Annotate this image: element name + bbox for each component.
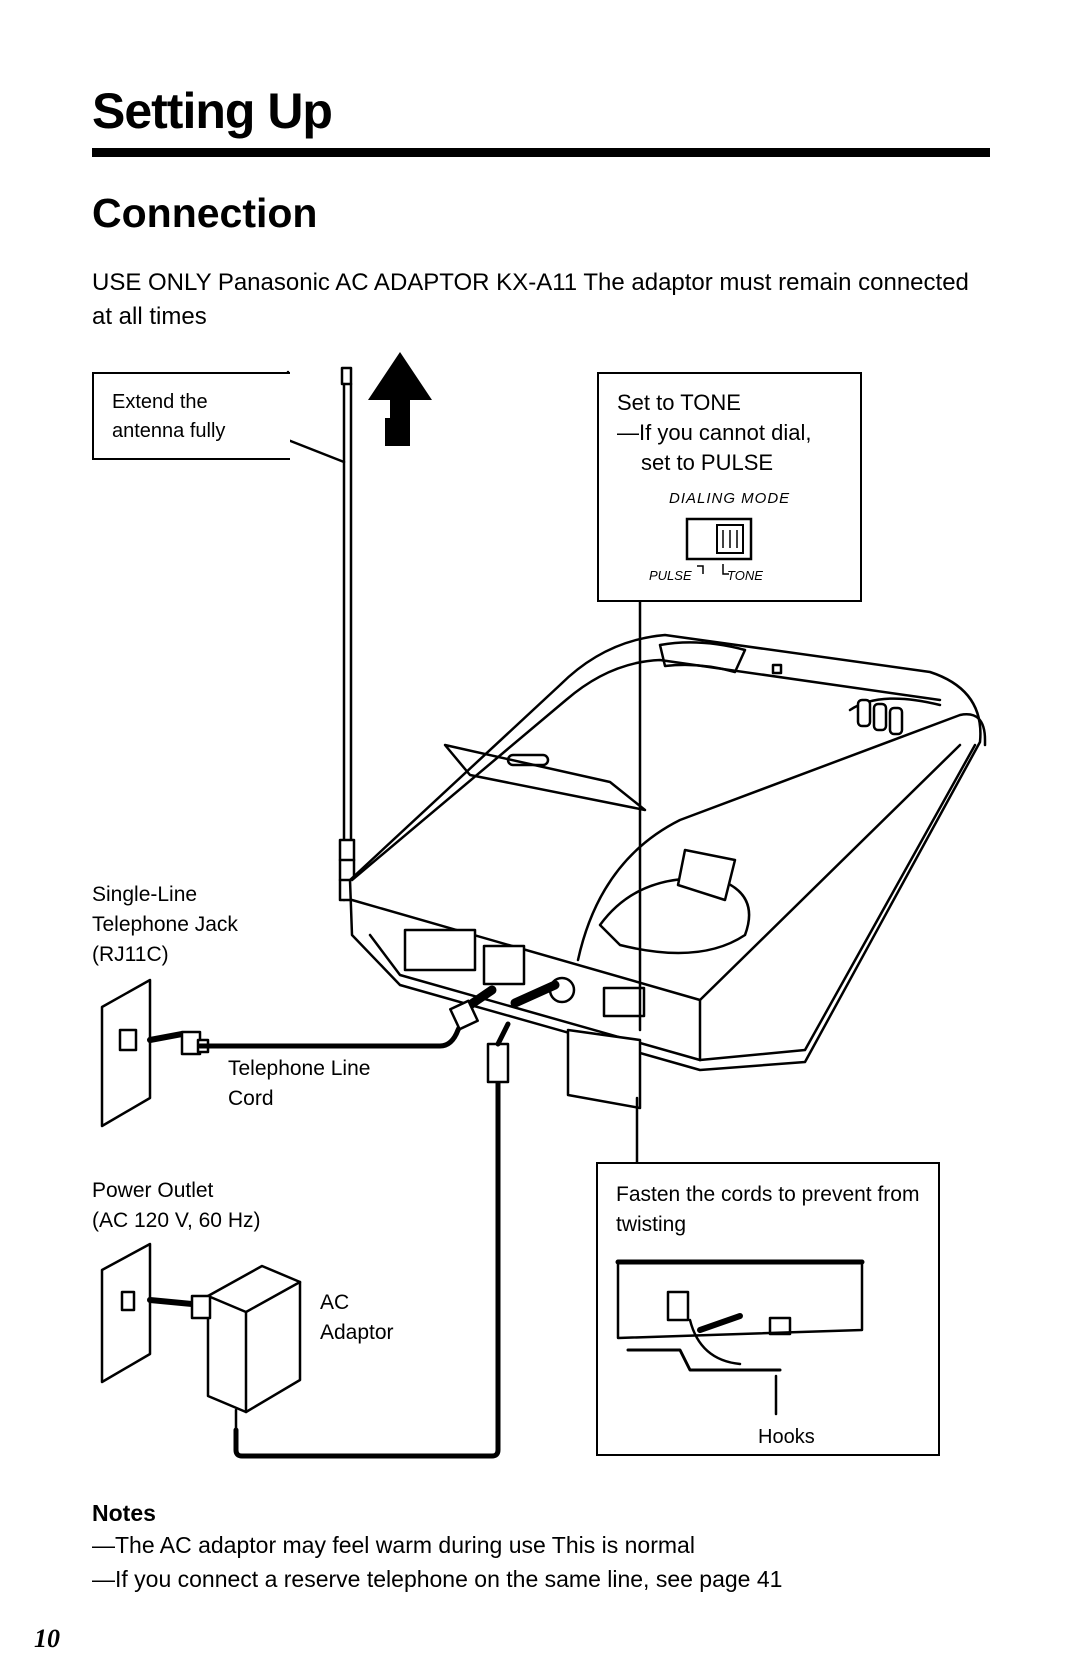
- hooks-label: Hooks: [758, 1426, 815, 1448]
- tone-callout-line: Set to TONE: [617, 390, 741, 415]
- release-button: [506, 753, 550, 767]
- dialing-mode-switch: [685, 517, 753, 575]
- jack-label-line: Single-Line: [92, 883, 198, 906]
- tone-callout-line: —If you cannot dial,: [617, 420, 812, 445]
- fasten-callout-text: Fasten the cords to prevent from twistin…: [616, 1183, 920, 1236]
- outlet-label-line: Power Outlet: [92, 1179, 214, 1202]
- title-rule: [92, 148, 990, 157]
- adaptor-cord: [233, 1077, 501, 1459]
- jack-label-line: (RJ11C): [92, 943, 169, 966]
- note-item: —The AC adaptor may feel warm during use…: [92, 1532, 695, 1558]
- line-cord-label: Telephone Line Cord: [228, 1054, 370, 1114]
- antenna-callout: Extend the antenna fully: [92, 372, 290, 460]
- section-title: Connection: [92, 190, 318, 236]
- line-jack: [482, 944, 526, 986]
- tone-callout-line: set to PULSE: [641, 450, 774, 475]
- antenna-leader: [286, 370, 346, 464]
- switch-pulse-label: PULSE: [649, 568, 692, 583]
- line-cord-label-line: Telephone Line: [228, 1057, 371, 1080]
- handset-cradle: [598, 877, 751, 955]
- page-number: 10: [34, 1624, 60, 1653]
- adaptor-label: AC Adaptor: [320, 1288, 394, 1348]
- power-outlet: [100, 1242, 195, 1384]
- base-station: [348, 633, 987, 1110]
- notes-heading: Notes: [92, 1500, 156, 1526]
- jack-label-line: Telephone Jack: [92, 913, 238, 936]
- charge-contact: [676, 848, 737, 902]
- jack-label: Single-Line Telephone Jack (RJ11C): [92, 880, 238, 970]
- ac-adaptor: [190, 1264, 302, 1432]
- fasten-callout: Fasten the cords to prevent from twistin…: [596, 1162, 940, 1456]
- dialing-mode-label: DIALING MODE: [669, 490, 791, 507]
- note-item: —If you connect a reserve telephone on t…: [92, 1566, 783, 1592]
- dc-plug: [486, 1042, 510, 1084]
- page-title: Setting Up: [92, 83, 333, 139]
- antenna-callout-line: antenna fully: [112, 420, 226, 442]
- intro-text: USE ONLY Panasonic AC ADAPTOR KX-A11 The…: [92, 269, 969, 330]
- telephone-wall-jack: [100, 978, 210, 1128]
- antenna: [338, 366, 356, 902]
- tone-callout: Set to TONE —If you cannot dial, set to …: [597, 372, 862, 602]
- adaptor-label-line: AC: [320, 1291, 350, 1314]
- outlet-label: Power Outlet (AC 120 V, 60 Hz): [92, 1176, 260, 1236]
- adaptor-label-line: Adaptor: [320, 1321, 394, 1344]
- switch-tone-label: TONE: [727, 568, 763, 583]
- outlet-label-line: (AC 120 V, 60 Hz): [92, 1209, 261, 1232]
- telephone-line-cord: [197, 1015, 467, 1049]
- antenna-callout-line: Extend the: [112, 391, 208, 413]
- extend-arrow: [368, 352, 432, 446]
- cord-hooks-detail: [615, 1259, 865, 1416]
- line-cord-label-line: Cord: [228, 1087, 274, 1110]
